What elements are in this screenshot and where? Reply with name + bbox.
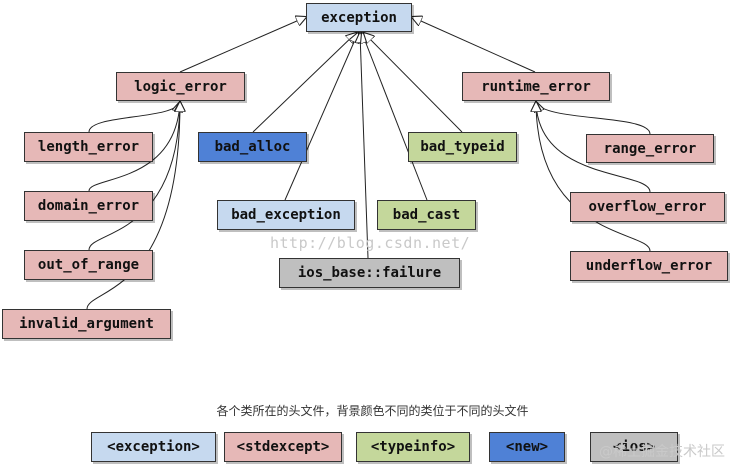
legend-new-label: <new> (505, 439, 549, 455)
edge-out-of-range-logic-error (88, 102, 180, 251)
node-invalid-argument-label: invalid_argument (19, 316, 154, 332)
node-logic-error-label: logic_error (134, 78, 227, 95)
node-bad-alloc-label: bad_alloc (214, 139, 291, 155)
legend-ios-label: <ios> (612, 439, 656, 455)
legend-exception-label: <exception> (107, 439, 200, 455)
node-overflow-error-label: overflow_error (588, 199, 707, 215)
node-logic-error: logic_error (116, 72, 245, 101)
node-runtime-error-label: runtime_error (481, 78, 591, 95)
node-ios-base-failure-label: ios_base::failure (297, 265, 442, 281)
edge-range-error-runtime-error (536, 102, 651, 135)
node-length-error-label: length_error (37, 139, 140, 155)
edge-logic-error-exception (179, 17, 306, 73)
edge-bad-cast-exception (362, 33, 428, 201)
node-bad-cast: bad_cast (377, 200, 476, 230)
node-bad-alloc: bad_alloc (198, 132, 307, 162)
node-underflow-error: underflow_error (570, 251, 728, 281)
node-overflow-error: overflow_error (570, 192, 725, 222)
node-out-of-range-label: out_of_range (37, 257, 140, 273)
legend-caption: 各个类所在的头文件，背景颜色不同的类位于不同的头文件 (216, 404, 529, 418)
legend-ios-header: <ios> (590, 432, 678, 462)
legend-exception-header: <exception> (91, 432, 216, 462)
edge-bad-alloc-exception (252, 33, 356, 133)
node-range-error-label: range_error (603, 140, 697, 157)
url-watermark: http://blog.csdn.net/ (270, 234, 471, 252)
node-ios-base-failure: ios_base::failure (279, 258, 460, 288)
node-exception-label: exception (321, 9, 397, 26)
brand-watermark: @稀土掘金技术社区 (599, 444, 725, 460)
edge-bad-exception-exception (284, 33, 358, 201)
legend-stdexcept-label: <stdexcept> (236, 439, 330, 455)
node-out-of-range: out_of_range (24, 250, 153, 280)
node-bad-typeid: bad_typeid (408, 132, 517, 162)
node-exception: exception (306, 3, 412, 32)
edge-bad-typeid-exception (364, 33, 463, 133)
node-runtime-error: runtime_error (462, 72, 610, 101)
legend-new-header: <new> (489, 432, 565, 462)
edge-runtime-error-exception (412, 17, 536, 73)
legend-stdexcept-header: <stdexcept> (224, 432, 342, 462)
edge-domain-error-logic-error (88, 102, 180, 192)
node-range-error: range_error (586, 134, 714, 163)
node-length-error: length_error (24, 132, 153, 162)
edge-underflow-error-runtime-error (536, 102, 651, 252)
node-bad-cast-label: bad_cast (392, 207, 461, 223)
node-bad-exception: bad_exception (217, 200, 355, 230)
node-bad-typeid-label: bad_typeid (420, 139, 505, 155)
node-domain-error: domain_error (24, 191, 153, 221)
edge-length-error-logic-error (88, 102, 180, 133)
node-bad-exception-label: bad_exception (231, 207, 341, 223)
edge-overflow-error-runtime-error (536, 102, 651, 193)
edge-ios-failure-exception (360, 33, 369, 259)
node-invalid-argument: invalid_argument (2, 309, 171, 339)
legend-typeinfo-label: <typeinfo> (370, 439, 456, 455)
node-underflow-error-label: underflow_error (585, 258, 713, 274)
node-domain-error-label: domain_error (37, 198, 140, 214)
legend-typeinfo-header: <typeinfo> (356, 432, 470, 462)
